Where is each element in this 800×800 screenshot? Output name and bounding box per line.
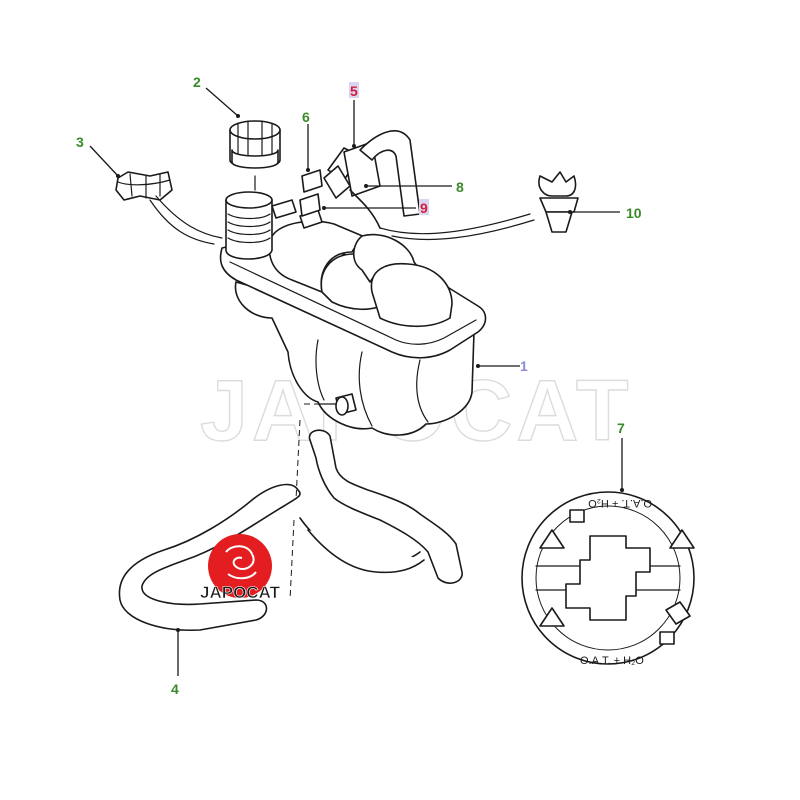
- callout-6[interactable]: 6: [302, 109, 310, 125]
- expansion-tank[interactable]: [219, 191, 487, 436]
- callout-9[interactable]: 9: [420, 200, 428, 216]
- callout-1[interactable]: 1: [520, 358, 528, 374]
- callout-9-highlight: [419, 199, 429, 215]
- decal-text-bottom: O.A.T. + H₂O: [580, 655, 644, 667]
- callout-5-highlight: [349, 82, 359, 98]
- callout-4[interactable]: 4: [171, 681, 179, 697]
- callout-10[interactable]: 10: [626, 205, 642, 221]
- decal-text-top: O.A.T. + H₂O: [588, 497, 652, 509]
- callout-leaders: [89, 87, 624, 676]
- callout-2[interactable]: 2: [193, 74, 201, 90]
- bleed-connector[interactable]: [538, 171, 579, 233]
- japocat-logo: JAPOCAT: [200, 534, 281, 602]
- callout-5[interactable]: 5: [350, 83, 358, 99]
- vent-hoses[interactable]: [299, 130, 535, 241]
- callout-8[interactable]: 8: [456, 179, 464, 195]
- logo-badge-icon: [208, 534, 272, 598]
- hose-clip[interactable]: [115, 171, 223, 245]
- logo-text: JAPOCAT: [200, 583, 281, 602]
- warning-decal[interactable]: O.A.T. + H₂O O.A.T. + H₂O: [521, 491, 695, 667]
- filler-cap[interactable]: [229, 120, 281, 191]
- callout-7[interactable]: 7: [617, 420, 625, 436]
- callout-3[interactable]: 3: [76, 134, 84, 150]
